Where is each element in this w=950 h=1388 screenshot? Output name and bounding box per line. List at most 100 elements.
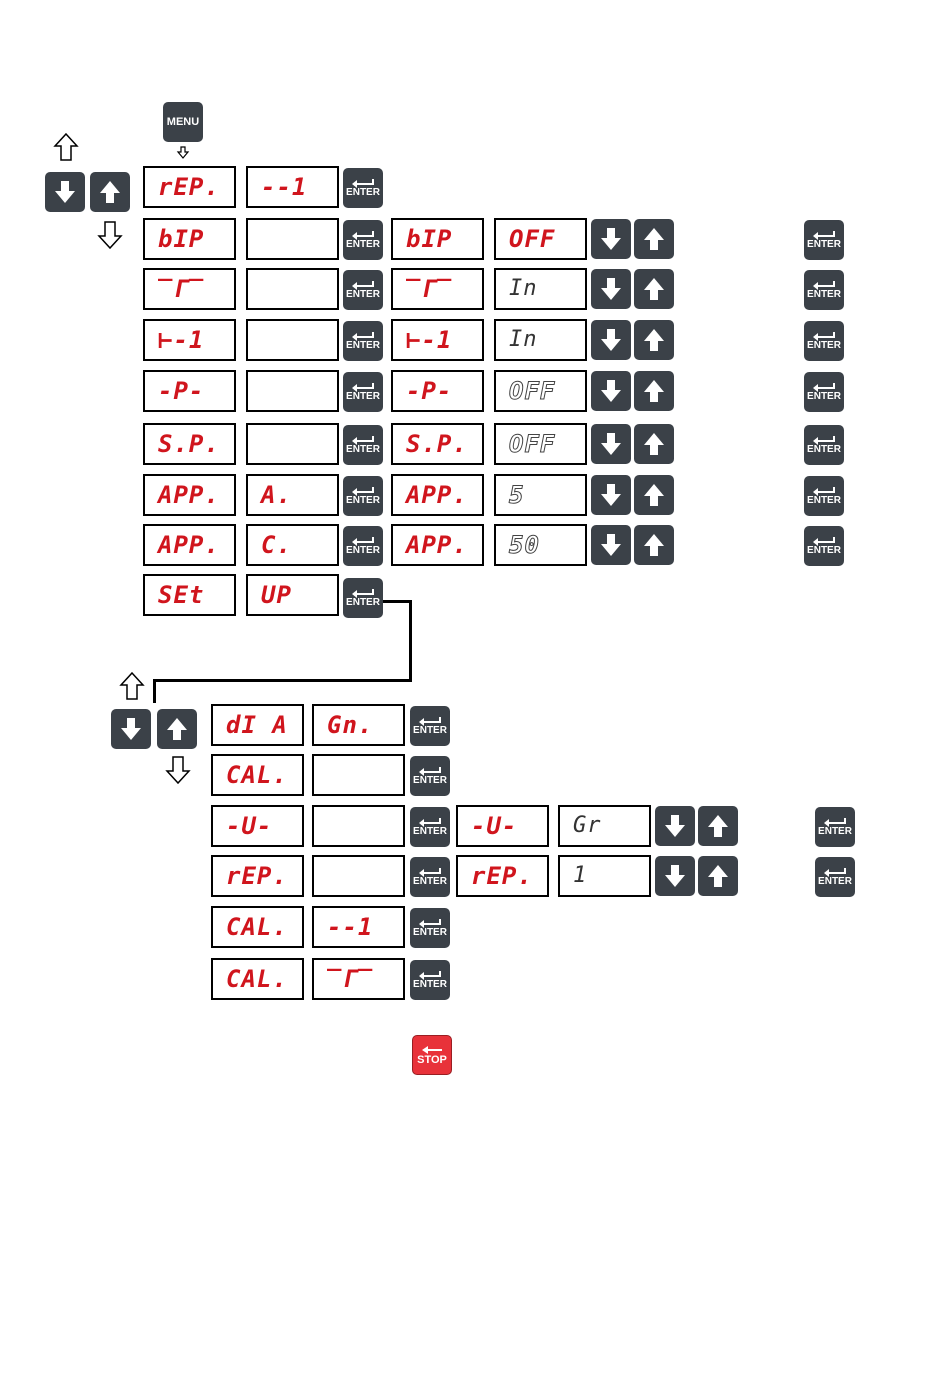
main-row-display-mid: [246, 268, 339, 310]
down-key[interactable]: [591, 371, 631, 411]
setup-row-display-mid: [312, 805, 405, 847]
display-text: CAL.: [226, 965, 288, 993]
main-row-display-left: APP.: [143, 474, 236, 516]
enter-key[interactable]: ENTER: [343, 526, 383, 566]
enter-return-icon: [352, 487, 374, 496]
up-key[interactable]: [634, 371, 674, 411]
enter-key[interactable]: ENTER: [343, 270, 383, 310]
enter-key[interactable]: ENTER: [410, 807, 450, 847]
enter-return-icon: [813, 487, 835, 496]
enter-key[interactable]: ENTER: [343, 168, 383, 208]
down-key[interactable]: [655, 856, 695, 896]
down-arrow-icon: [55, 181, 75, 203]
enter-key[interactable]: ENTER: [804, 270, 844, 310]
enter-key[interactable]: ENTER: [343, 372, 383, 412]
down-key[interactable]: [655, 806, 695, 846]
up-key[interactable]: [634, 219, 674, 259]
up-key[interactable]: [634, 269, 674, 309]
down-key[interactable]: [591, 525, 631, 565]
display-text: APP.: [406, 531, 468, 559]
display-text: rEP.: [158, 173, 220, 201]
setup-row-sub-display-value: 1: [558, 855, 651, 897]
hollow-down-arrow-icon: [165, 756, 191, 785]
setup-row-display-mid: Gn.: [312, 704, 405, 746]
setup-row-display-left: rEP.: [211, 855, 304, 897]
display-text: 1: [573, 863, 588, 888]
enter-key[interactable]: ENTER: [410, 908, 450, 948]
up-key[interactable]: [698, 806, 738, 846]
down-arrow-icon: [121, 718, 141, 740]
down-key[interactable]: [591, 475, 631, 515]
hollow-down-arrow-icon: [97, 221, 123, 250]
main-row-sub-display-left: ⊢-1: [391, 319, 484, 361]
menu-key[interactable]: MENU: [163, 102, 203, 142]
up-key[interactable]: [634, 424, 674, 464]
enter-key[interactable]: ENTER: [804, 372, 844, 412]
main-row-display-mid: [246, 370, 339, 412]
stop-key[interactable]: STOP: [412, 1035, 452, 1075]
hollow-up-arrow-icon: [53, 132, 79, 161]
enter-key[interactable]: ENTER: [804, 526, 844, 566]
enter-key[interactable]: ENTER: [804, 425, 844, 465]
display-text: ⊢-1: [406, 326, 453, 354]
setup-up-key[interactable]: [157, 709, 197, 749]
setup-row-display-left: CAL.: [211, 754, 304, 796]
main-row-display-left: S.P.: [143, 423, 236, 465]
enter-key[interactable]: ENTER: [804, 476, 844, 516]
enter-key-label: ENTER: [413, 927, 447, 938]
main-row-sub-display-left: S.P.: [391, 423, 484, 465]
setup-enter-key[interactable]: ENTER: [343, 578, 383, 618]
enter-key[interactable]: ENTER: [815, 857, 855, 897]
main-up-key[interactable]: [90, 172, 130, 212]
display-text: -P-: [406, 377, 453, 405]
up-arrow-icon: [644, 329, 664, 351]
main-header-display-left: rEP.: [143, 166, 236, 208]
enter-return-icon: [813, 332, 835, 341]
setup-row-display-mid: [312, 855, 405, 897]
main-row-sub-display-left: bIP: [391, 218, 484, 260]
up-key[interactable]: [634, 525, 674, 565]
down-arrow-icon: [601, 484, 621, 506]
up-key[interactable]: [698, 856, 738, 896]
down-key[interactable]: [591, 320, 631, 360]
enter-key-label: ENTER: [413, 876, 447, 887]
down-key[interactable]: [591, 269, 631, 309]
up-key[interactable]: [634, 320, 674, 360]
enter-return-icon: [352, 537, 374, 546]
main-row-display-left: ⊢-1: [143, 319, 236, 361]
enter-key[interactable]: ENTER: [343, 220, 383, 260]
enter-key[interactable]: ENTER: [815, 807, 855, 847]
connector-line-h1: [383, 600, 412, 603]
down-arrow-icon: [601, 380, 621, 402]
hollow-up-arrow-icon: [119, 671, 145, 700]
connector-line-v1: [409, 600, 412, 682]
down-arrow-icon: [601, 433, 621, 455]
enter-key[interactable]: ENTER: [410, 756, 450, 796]
enter-key[interactable]: ENTER: [410, 857, 450, 897]
setup-row-display-mid: ‾Γ‾: [312, 958, 405, 1000]
setup-down-key[interactable]: [111, 709, 151, 749]
down-key[interactable]: [591, 424, 631, 464]
enter-key[interactable]: ENTER: [410, 960, 450, 1000]
down-key[interactable]: [591, 219, 631, 259]
up-arrow-icon: [644, 278, 664, 300]
enter-return-icon: [419, 868, 441, 877]
down-arrow-icon: [665, 865, 685, 887]
setup-row-sub-display-left: rEP.: [456, 855, 549, 897]
main-down-key[interactable]: [45, 172, 85, 212]
enter-key[interactable]: ENTER: [343, 425, 383, 465]
enter-key[interactable]: ENTER: [343, 476, 383, 516]
enter-return-icon: [352, 179, 374, 188]
enter-return-icon: [419, 818, 441, 827]
display-text: APP.: [406, 481, 468, 509]
main-row-sub-display-left: ‾Γ‾: [391, 268, 484, 310]
enter-key[interactable]: ENTER: [410, 706, 450, 746]
enter-key[interactable]: ENTER: [804, 321, 844, 361]
main-row-sub-display-value: 5: [494, 474, 587, 516]
enter-return-icon: [813, 231, 835, 240]
enter-return-icon: [824, 818, 846, 827]
enter-key[interactable]: ENTER: [343, 321, 383, 361]
enter-key[interactable]: ENTER: [804, 220, 844, 260]
main-row-display-mid: C.: [246, 524, 339, 566]
up-key[interactable]: [634, 475, 674, 515]
